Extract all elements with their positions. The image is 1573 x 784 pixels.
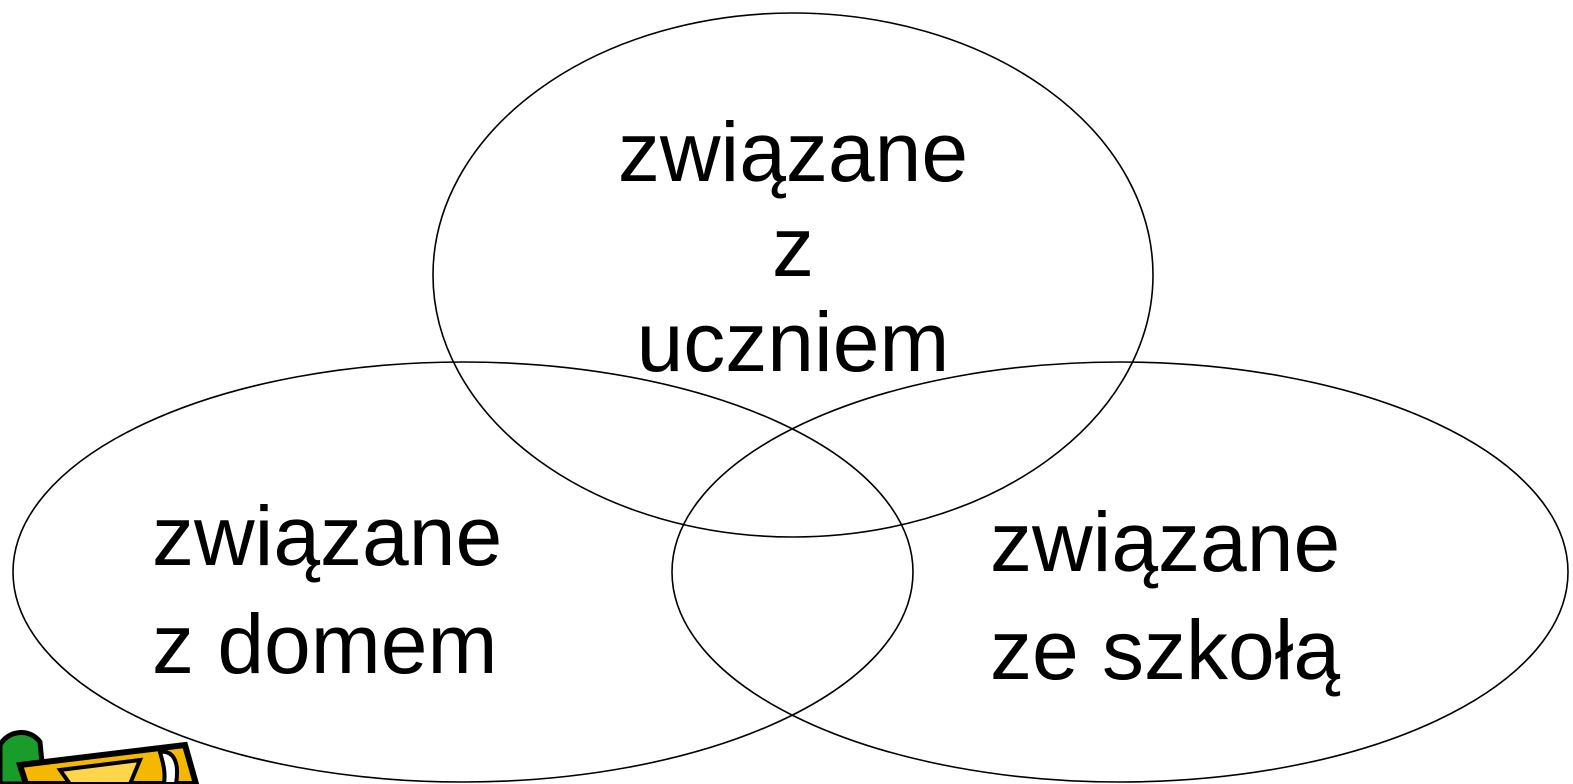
label-uczniem-line-3: uczniem bbox=[636, 295, 950, 389]
ellipse-dom bbox=[12, 361, 914, 783]
pencil-clipart-icon bbox=[0, 730, 200, 784]
label-szkola-line-1: związane bbox=[990, 495, 1341, 589]
label-dom-line-2: z domem bbox=[152, 597, 498, 691]
ellipse-szkola bbox=[671, 361, 1569, 783]
label-dom: związane z domem bbox=[152, 482, 502, 698]
label-dom-line-1: związane bbox=[152, 489, 503, 583]
ellipse-uczniem bbox=[432, 12, 1154, 538]
label-uczniem-line-1: związane bbox=[617, 105, 969, 199]
label-uczniem: związane z uczniem bbox=[593, 105, 993, 390]
label-szkola: związane ze szkołą bbox=[990, 488, 1340, 704]
label-szkola-line-2: ze szkołą bbox=[990, 603, 1341, 697]
label-uczniem-line-2: z bbox=[772, 200, 814, 294]
